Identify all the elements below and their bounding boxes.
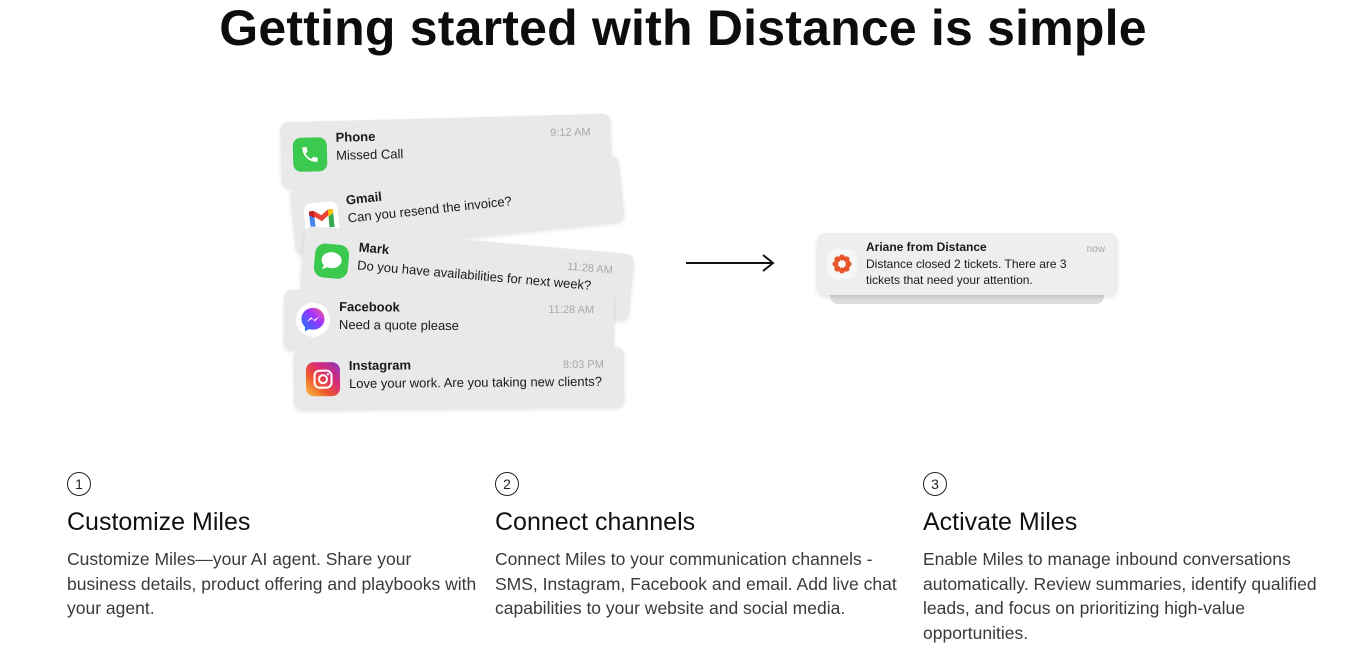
step-description: Customize Miles—your AI agent. Share you… — [67, 549, 477, 618]
notification-sender: Ariane from Distance — [866, 240, 987, 254]
step-customize-miles: 1 Customize Miles Customize Miles—your A… — [67, 472, 487, 621]
notification-mark: Mark Do you have availabilities for next… — [299, 225, 635, 321]
step-title: Customize Miles — [67, 508, 251, 536]
notification-message: Missed Call — [335, 146, 404, 163]
step-connect-channels: 2 Connect channels Connect Miles to your… — [495, 472, 915, 621]
step-number-badge: 1 — [67, 472, 91, 496]
page-title: Getting started with Distance is simple — [219, 0, 1147, 56]
notification-message: Need a quote please — [338, 317, 460, 334]
step-activate-miles: 3 Activate Miles Enable Miles to manage … — [923, 472, 1343, 645]
notification-time: 11:28 AM — [566, 260, 614, 277]
notification-phone: Phone Missed Call 9:12 AM — [280, 113, 612, 189]
notification-message: Do you have availabilities for next week… — [356, 257, 592, 293]
step-title: Connect channels — [495, 508, 696, 536]
notification-sender: Instagram — [348, 357, 412, 373]
notification-time: 8:03 PM — [562, 358, 604, 372]
step-number-badge: 2 — [495, 472, 519, 496]
notification-instagram: Instagram Love your work. Are you taking… — [293, 346, 625, 410]
messenger-icon — [295, 302, 331, 337]
instagram-icon — [305, 362, 341, 397]
step-description: Connect Miles to your communication chan… — [495, 549, 897, 618]
notification-sender: Gmail — [345, 188, 383, 208]
step-number-badge: 3 — [923, 472, 947, 496]
step-description: Enable Miles to manage inbound conversat… — [923, 549, 1317, 643]
gmail-icon — [303, 200, 341, 238]
notification-sender: Facebook — [339, 299, 400, 315]
messages-icon — [313, 242, 350, 280]
notification-time: 9:12 AM — [550, 126, 591, 140]
notification-gmail: Gmail Can you resend the invoice? — [289, 154, 625, 256]
notification-time: now — [1086, 244, 1105, 255]
notification-sender: Mark — [358, 239, 390, 258]
distance-logo-icon — [827, 249, 857, 279]
notification-distance: Ariane from Distance Distance closed 2 t… — [817, 233, 1117, 295]
notification-message: Love your work. Are you taking new clien… — [348, 373, 603, 391]
notification-time: 11:28 AM — [548, 303, 595, 317]
notification-sender: Phone — [335, 128, 376, 145]
arrow-right-icon — [686, 254, 775, 272]
notification-message: Distance closed 2 tickets. There are 3 t… — [866, 257, 1067, 287]
step-title: Activate Miles — [923, 508, 1078, 536]
phone-icon — [292, 137, 328, 172]
notification-facebook: Facebook Need a quote please 11:28 AM — [283, 289, 615, 353]
